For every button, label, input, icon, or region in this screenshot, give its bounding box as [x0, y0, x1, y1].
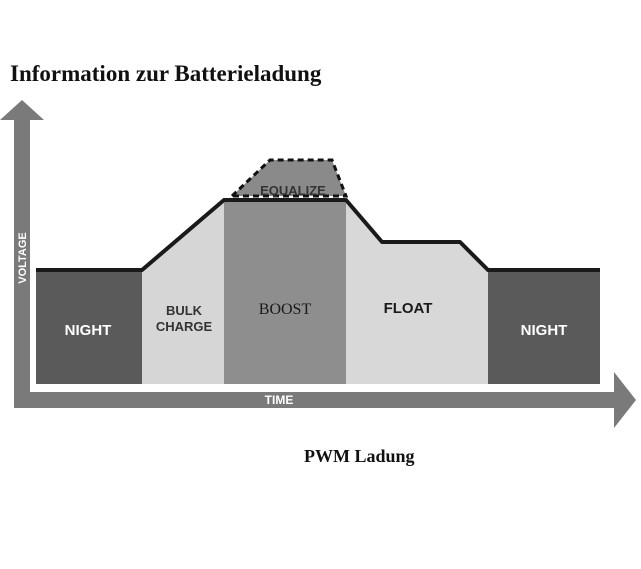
night-left-region [36, 270, 142, 384]
y-axis-arrowhead [0, 100, 44, 120]
y-axis-shaft [14, 118, 30, 408]
phase-label-equalize: EQUALIZE [260, 183, 326, 198]
phase-label-boost: BOOST [259, 301, 312, 318]
voltage-curve [36, 198, 600, 272]
phase-label-bulk: BULK [166, 303, 203, 318]
y-axis-label: VOLTAGE [17, 232, 29, 284]
float-region [346, 200, 488, 384]
phase-label-night-left: NIGHT [65, 322, 112, 339]
diagram-caption: PWM Ladung [304, 446, 415, 466]
bulk-charge-region [142, 200, 224, 384]
phase-label-float: FLOAT [384, 300, 433, 317]
equalize-region [228, 158, 349, 198]
boost-region [224, 200, 346, 384]
phase-label-charge: CHARGE [156, 319, 213, 334]
x-axis-label: TIME [265, 393, 294, 407]
night-right-region [488, 270, 600, 384]
x-axis-shaft [14, 392, 618, 408]
page-title: Information zur Batterieladung [10, 61, 322, 86]
x-axis-arrowhead [614, 372, 636, 428]
phase-label-night-right: NIGHT [521, 322, 568, 339]
